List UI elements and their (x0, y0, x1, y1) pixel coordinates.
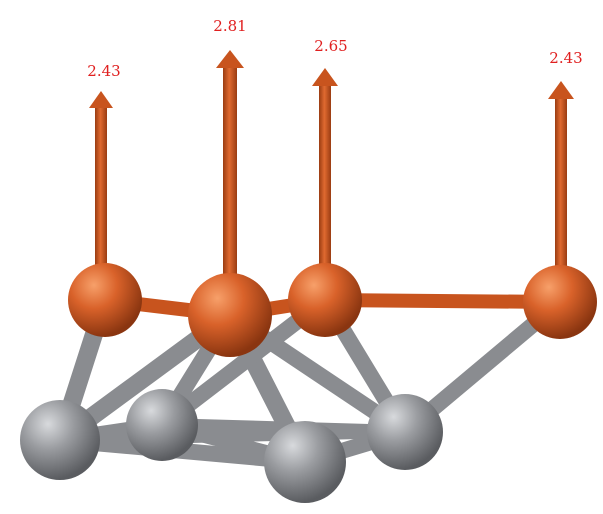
orange-atoms (68, 263, 597, 357)
atom-orange-2 (188, 273, 272, 357)
atom-orange-4 (523, 265, 597, 339)
arrow-4 (548, 81, 574, 299)
arrow-1 (89, 91, 113, 296)
bond (318, 293, 567, 309)
atom-grey-2 (126, 389, 198, 461)
grey-atoms (20, 389, 443, 503)
bond (54, 426, 411, 446)
arrow-2 (216, 50, 244, 311)
atom-grey-4 (367, 394, 443, 470)
value-label-2: 2.81 (213, 17, 246, 35)
atom-orange-3 (288, 263, 362, 337)
atom-grey-1 (20, 400, 100, 480)
value-labels: 2.43 2.81 2.65 2.43 (87, 17, 582, 80)
value-label-3: 2.65 (314, 37, 347, 55)
arrow-3 (312, 68, 338, 298)
arrows (89, 50, 574, 311)
atom-grey-3 (264, 421, 346, 503)
atom-orange-1 (68, 263, 142, 337)
value-label-1: 2.43 (87, 62, 120, 80)
value-label-4: 2.43 (549, 49, 582, 67)
